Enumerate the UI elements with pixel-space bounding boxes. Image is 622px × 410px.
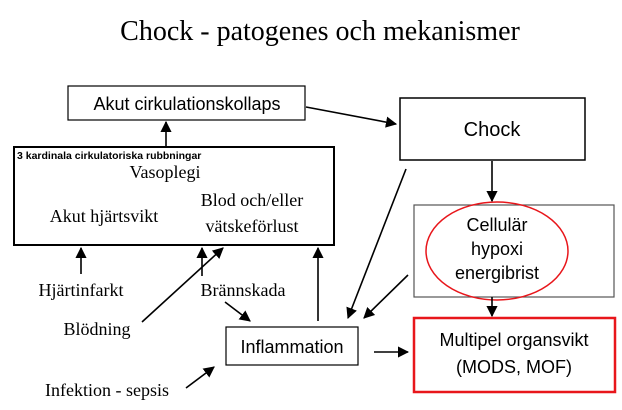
mof-line1: Multipel organsvikt: [439, 330, 588, 350]
inflammation-label: Inflammation: [240, 337, 343, 357]
arrow-chock-to-inflammation: [346, 168, 407, 320]
hjartinfarkt-label: Hjärtinfarkt: [39, 280, 124, 300]
inflammation-node: Inflammation: [225, 326, 359, 366]
akut-cirkulationskollaps-label: Akut cirkulationskollaps: [93, 94, 280, 114]
arrow-brannskada-to-inflammation: [224, 301, 251, 322]
mof-line2: (MODS, MOF): [456, 357, 572, 377]
infektion-sepsis-label: Infektion - sepsis: [45, 380, 169, 400]
cellular-line1: Cellulär: [466, 215, 527, 235]
multipel-organsvikt-node: Multipel organsvikt (MODS, MOF): [412, 316, 617, 394]
blodning-label: Blödning: [63, 319, 130, 339]
diagram-title: Chock - patogenes och mekanismer: [120, 16, 520, 47]
akut-cirkulationskollaps-node: Akut cirkulationskollaps: [67, 85, 306, 121]
blod-vatskeforlust-line1: Blod och/eller: [201, 190, 303, 210]
arrow-infektion-to-inflammation: [185, 366, 215, 389]
vasoplegi-label: Vasoplegi: [130, 162, 201, 182]
arrow-cellular-to-inflammation: [363, 274, 409, 319]
kardinala-header: 3 kardinala cirkulatoriska rubbningar: [17, 150, 201, 162]
kardinala-rubbningar-node: 3 kardinala cirkulatoriska rubbningar Va…: [13, 146, 335, 246]
chock-label: Chock: [464, 119, 522, 141]
cellular-line3: energibrist: [455, 263, 539, 283]
arrow-blodning-to-blod: [141, 247, 224, 323]
arrow-kollaps-to-chock: [305, 106, 398, 128]
brannskada-label: Brännskada: [201, 280, 286, 300]
cellular-hypoxi-node: Cellulär hypoxi energibrist: [413, 201, 615, 301]
blod-vatskeforlust-line2: vätskeförlust: [206, 216, 299, 236]
chock-node: Chock: [399, 97, 586, 161]
akut-hjartsvikt-label: Akut hjärtsvikt: [50, 206, 159, 226]
cellular-line2: hypoxi: [471, 239, 523, 259]
arrows: [75, 106, 498, 389]
